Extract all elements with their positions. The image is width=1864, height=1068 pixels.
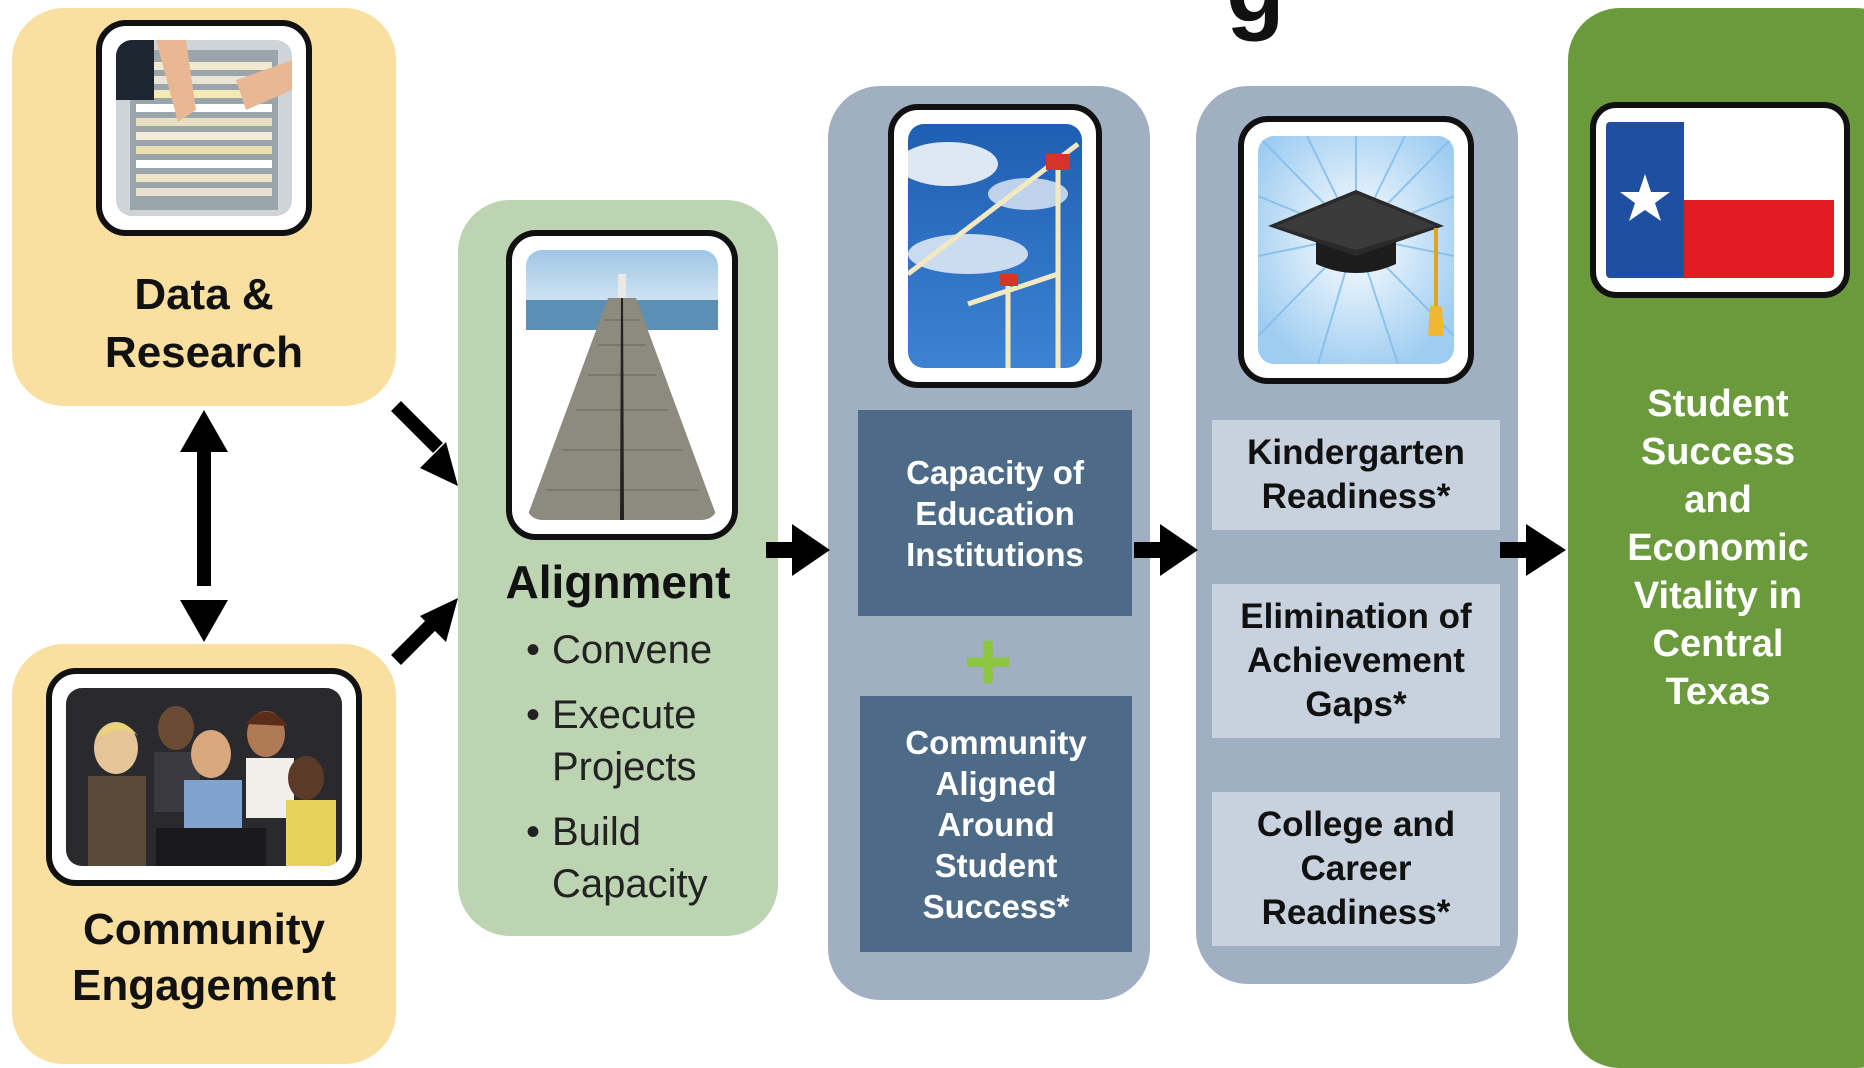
plus-sign: +: [963, 614, 1013, 708]
arrow-data-to-alignment-icon: [391, 401, 458, 486]
alignment-bullet-convene: Convene: [526, 624, 756, 676]
graduation-cap-icon: [1238, 116, 1474, 384]
data-research-label: Data & Research: [104, 270, 304, 377]
alignment-bullet-build-capacity: Build Capacity: [526, 806, 756, 910]
arrows-layer: [180, 401, 1566, 665]
kindergarten-readiness-box: Kindergarten Readiness*: [1212, 420, 1500, 530]
result-label: Student Success and Economic Vitality in…: [1627, 383, 1809, 713]
construction-cranes-photo: [888, 104, 1102, 388]
alignment-bullets: Convene Execute Projects Build Capacity: [526, 624, 756, 923]
alignment-bullet-execute-projects: Execute Projects: [526, 689, 756, 793]
stone-pier-photo: [506, 230, 738, 540]
alignment-title: Alignment: [505, 556, 731, 608]
arrow-alignment-to-capacity-icon: [766, 524, 830, 576]
capacity-education-box: Capacity of Education Institutions: [858, 410, 1132, 616]
arrow-capacity-to-outcomes-icon: [1134, 524, 1198, 576]
people-meeting-photo: [46, 668, 362, 886]
arrow-community-to-alignment-icon: [391, 598, 458, 665]
title-fragment: g: [1226, 0, 1285, 44]
texas-flag-icon: [1590, 102, 1850, 298]
double-arrow-icon: [180, 410, 228, 642]
community-aligned-box: Community Aligned Around Student Success…: [860, 696, 1132, 952]
community-engagement-label: Community Engagement: [71, 905, 337, 1010]
achievement-gaps-box: Elimination of Achievement Gaps*: [1212, 584, 1500, 738]
college-career-readiness-box: College and Career Readiness*: [1212, 792, 1500, 946]
arrow-outcomes-to-result-icon: [1500, 524, 1566, 576]
file-folders-photo: [96, 20, 312, 236]
